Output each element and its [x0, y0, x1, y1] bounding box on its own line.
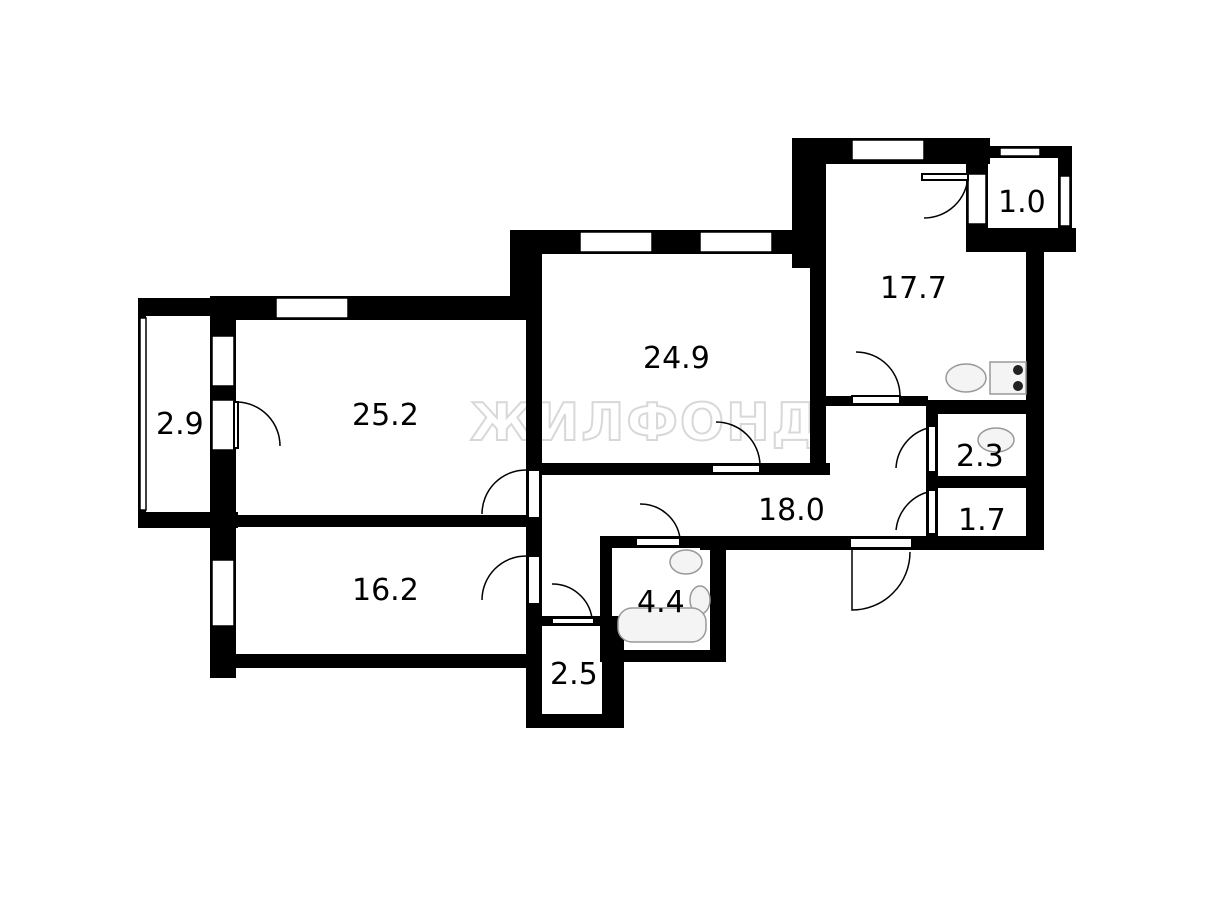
bath-sink-icon — [669, 549, 703, 575]
area-label-wc-2-3: 2.3 — [956, 439, 1004, 474]
area-label-balcony-1-0: 1.0 — [998, 185, 1046, 220]
bathtub-icon — [617, 607, 707, 643]
area-label-room-24-9: 24.9 — [643, 341, 710, 376]
area-label-room-16-2: 16.2 — [352, 573, 419, 608]
room-labels: 25.2 24.9 17.7 16.2 18.0 4.4 2.9 2.5 2.3… — [156, 185, 1046, 692]
area-label-storage-2-5: 2.5 — [550, 657, 598, 692]
wc-sink-icon — [977, 427, 1015, 453]
area-label-room-25-2: 25.2 — [352, 398, 419, 433]
area-label-room-17-7: 17.7 — [880, 271, 947, 306]
area-label-hall-18-0: 18.0 — [758, 493, 825, 528]
area-label-closet-1-7: 1.7 — [958, 503, 1006, 538]
kitchen-sink-icon — [945, 363, 987, 393]
doors — [233, 173, 969, 625]
windows — [139, 139, 1071, 627]
fixtures — [617, 361, 1027, 643]
area-label-loggia-2-9: 2.9 — [156, 407, 204, 442]
watermark-text: ЖИЛФОНД — [470, 393, 820, 453]
area-label-bath-4-4: 4.4 — [637, 585, 685, 620]
